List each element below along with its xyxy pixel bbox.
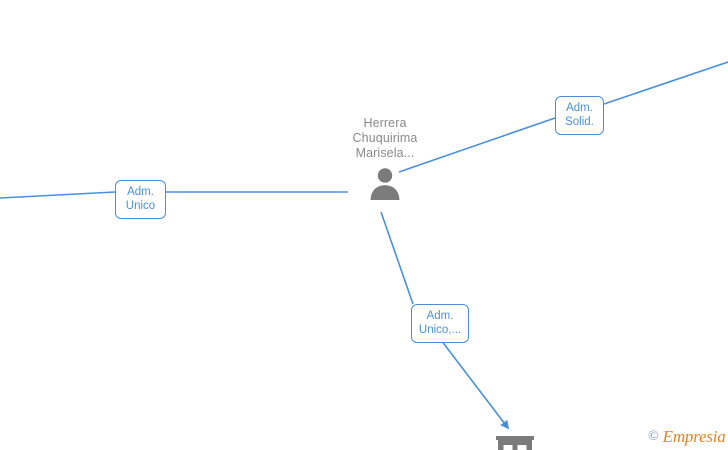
person-name-label: Herrera Chuquirima Marisela... [352,116,418,160]
copyright-symbol: © [648,429,659,444]
relation-box-adm-unico[interactable]: Adm. Unico [115,180,166,219]
edge-person-to-adm-unico-multi [380,211,414,305]
edge-adm-solid-outer [603,61,728,105]
relation-box-adm-unico-multi[interactable]: Adm. Unico,... [411,304,469,343]
person-icon[interactable] [368,166,402,200]
watermark: © Empresia [648,427,726,447]
node-person[interactable]: Herrera Chuquirima Marisela... [340,116,430,200]
node-company[interactable] [496,436,534,450]
brand-name: Empresia [662,427,726,446]
edge-person-to-adm-solid [398,117,556,173]
edge-left-outer [0,191,116,199]
edge-adm-unico-multi-to-company [440,339,510,430]
relation-box-adm-solid[interactable]: Adm. Solid. [555,96,604,135]
building-icon[interactable] [496,436,534,450]
